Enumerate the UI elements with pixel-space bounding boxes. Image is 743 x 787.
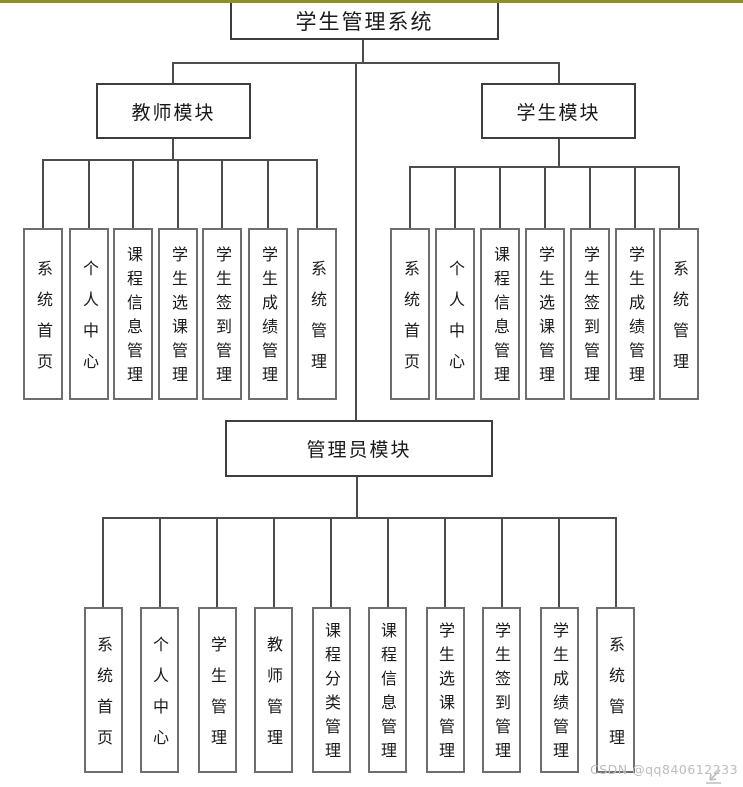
connector-line — [273, 517, 275, 607]
admin-child-node: 系统管理 — [596, 607, 635, 773]
watermark-text: CSDN @qq840612233 — [590, 762, 739, 777]
top-accent-line — [0, 0, 743, 3]
connector-line — [172, 62, 560, 64]
student-child-node: 系统管理 — [659, 228, 699, 400]
teacher-child-node: 系统首页 — [23, 228, 63, 400]
teacher-child-node: 个人中心 — [69, 228, 109, 400]
connector-line — [355, 62, 357, 420]
watermark-arrow-icon — [706, 769, 721, 784]
connector-line — [387, 517, 389, 607]
student-child-node: 系统首页 — [390, 228, 430, 400]
teacher-module-node: 教师模块 — [96, 83, 251, 139]
admin-child-node: 学生管理 — [198, 607, 237, 773]
student-module-node: 学生模块 — [481, 83, 636, 139]
student-child-node: 学生签到管理 — [570, 228, 610, 400]
admin-child-node: 系统首页 — [84, 607, 123, 773]
connector-line — [330, 517, 332, 607]
connector-line — [42, 159, 44, 228]
teacher-child-node: 学生成绩管理 — [248, 228, 288, 400]
admin-child-node: 学生成绩管理 — [540, 607, 579, 773]
connector-line — [316, 159, 318, 228]
admin-child-node: 教师管理 — [254, 607, 293, 773]
student-child-node: 学生成绩管理 — [615, 228, 655, 400]
admin-child-node: 学生选课管理 — [426, 607, 465, 773]
connector-line — [558, 139, 560, 168]
connector-line — [558, 517, 560, 607]
teacher-child-node: 学生签到管理 — [202, 228, 242, 400]
admin-child-node: 课程分类管理 — [312, 607, 351, 773]
connector-line — [102, 517, 617, 519]
teacher-child-node: 系统管理 — [297, 228, 337, 400]
admin-module-node: 管理员模块 — [225, 420, 493, 477]
connector-line — [221, 159, 223, 228]
student-child-node: 学生选课管理 — [525, 228, 565, 400]
connector-line — [356, 477, 358, 519]
connector-line — [409, 166, 411, 228]
connector-line — [159, 517, 161, 607]
connector-line — [558, 62, 560, 83]
connector-line — [678, 166, 680, 228]
root-node: 学生管理系统 — [230, 3, 499, 40]
connector-line — [216, 517, 218, 607]
connector-line — [499, 166, 501, 228]
connector-line — [362, 40, 364, 64]
connector-line — [102, 517, 104, 607]
connector-line — [634, 166, 636, 228]
connector-line — [172, 62, 174, 83]
admin-child-node: 学生签到管理 — [482, 607, 521, 773]
connector-line — [615, 517, 617, 607]
connector-line — [42, 159, 318, 161]
connector-line — [177, 159, 179, 228]
connector-line — [267, 159, 269, 228]
student-child-node: 个人中心 — [435, 228, 475, 400]
student-child-node: 课程信息管理 — [480, 228, 520, 400]
connector-line — [172, 139, 174, 161]
connector-line — [88, 159, 90, 228]
connector-line — [454, 166, 456, 228]
connector-line — [544, 166, 546, 228]
connector-line — [589, 166, 591, 228]
admin-child-node: 课程信息管理 — [368, 607, 407, 773]
connector-line — [132, 159, 134, 228]
connector-line — [501, 517, 503, 607]
teacher-child-node: 课程信息管理 — [113, 228, 153, 400]
teacher-child-node: 学生选课管理 — [158, 228, 198, 400]
connector-line — [444, 517, 446, 607]
admin-child-node: 个人中心 — [140, 607, 179, 773]
